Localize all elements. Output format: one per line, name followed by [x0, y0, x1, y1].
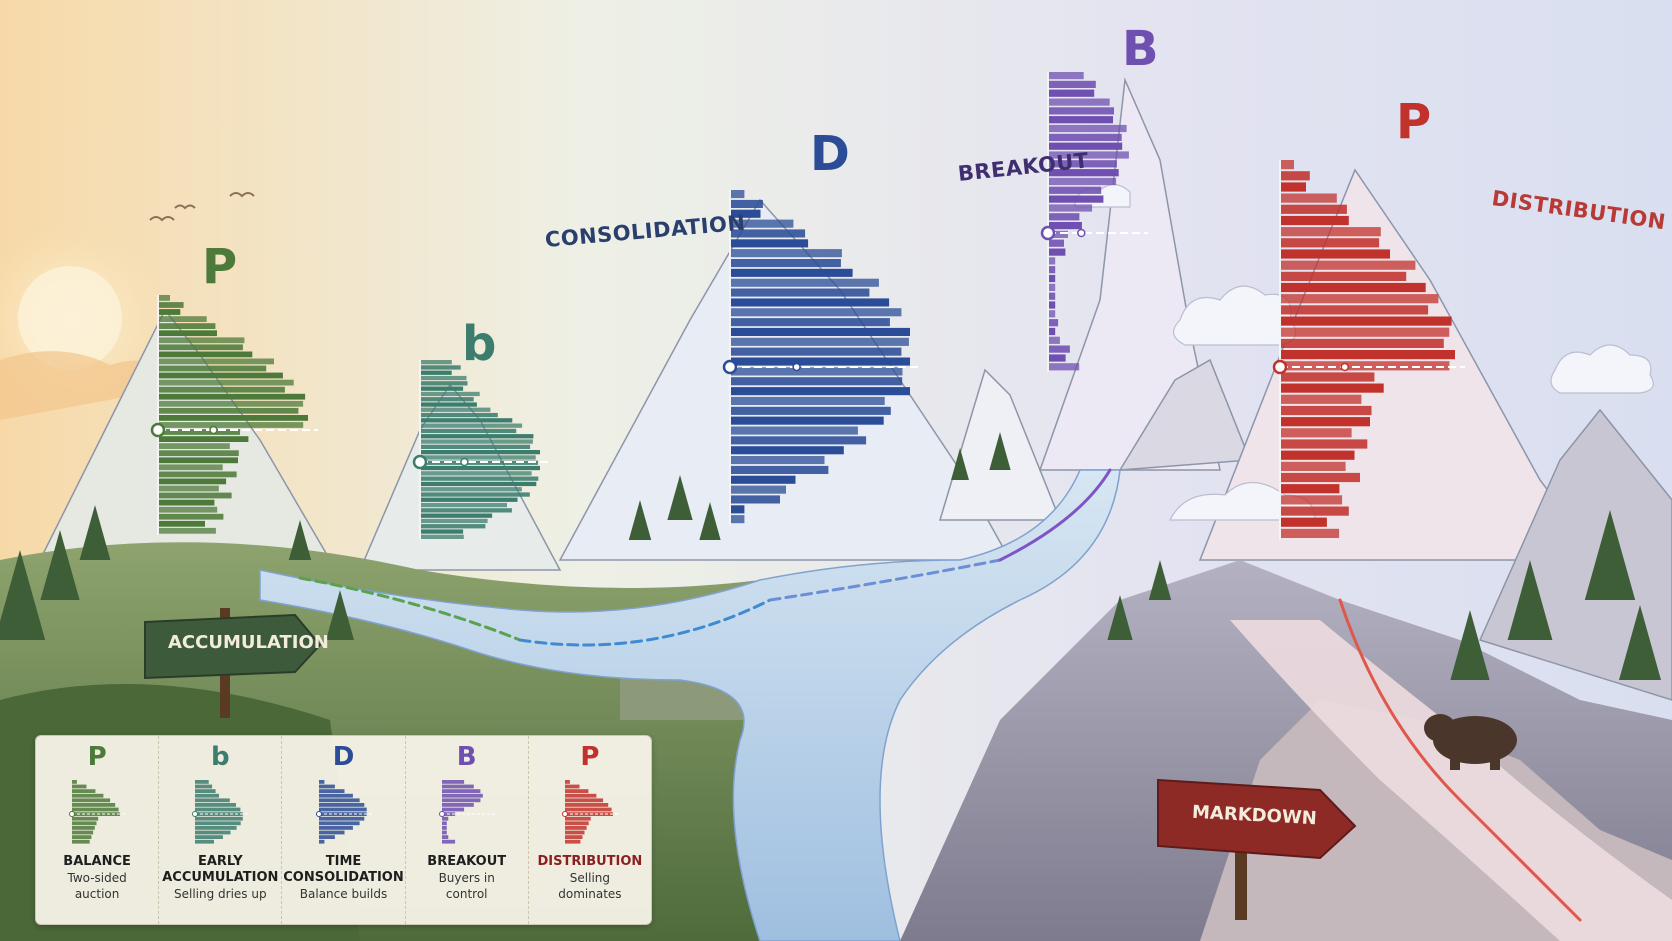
legend-item-breakout: B BREAKOUT Buyers in control: [406, 736, 529, 924]
legend-desc: auction: [74, 887, 120, 901]
pine-tree: [1450, 610, 1490, 680]
mini-profile-icon: [69, 780, 127, 844]
profile-letter-b-accumulation: b: [462, 316, 497, 372]
pine-tree: [667, 475, 693, 520]
mini-profile-icon: [561, 780, 619, 844]
legend-desc: dominates: [558, 887, 622, 901]
legend-desc: Balance builds: [299, 887, 388, 901]
volume-profile: [1040, 72, 1148, 372]
legend-desc: Selling dries up: [174, 887, 267, 901]
legend-title: BALANCE: [63, 854, 131, 869]
legend-title: EARLY ACCUMULATION: [162, 854, 279, 885]
pine-tree: [1507, 560, 1553, 640]
pine-tree: [989, 432, 1011, 470]
legend-letter: b: [210, 742, 230, 772]
profile-letter-p-distribution: P: [1396, 94, 1432, 150]
mini-profile-icon: [315, 780, 373, 844]
pine-tree: [1107, 595, 1133, 640]
pine-tree: [0, 550, 46, 640]
legend-desc: Two-sided: [67, 871, 127, 885]
legend-desc: control: [445, 887, 488, 901]
legend-letter: B: [456, 742, 477, 772]
trees: [0, 432, 1661, 680]
legend-desc: Buyers in: [438, 871, 495, 885]
legend-item-distribution: P DISTRIBUTION Selling dominates: [529, 736, 651, 924]
legend-title: DISTRIBUTION: [537, 854, 643, 869]
pine-tree: [288, 520, 312, 560]
volume-profile: [150, 295, 318, 535]
legend-letter: P: [580, 742, 600, 772]
flow-lines: [298, 468, 1582, 922]
volume-profile: [1272, 160, 1465, 540]
pine-tree: [699, 502, 721, 540]
volume-profile: [412, 360, 550, 540]
legend-title: TIME CONSOLIDATION: [283, 854, 404, 885]
legend-item-balance: P BALANCE Two-sided auction: [36, 736, 160, 924]
bear-icon: [1424, 714, 1517, 770]
legend-title: BREAKOUT: [427, 854, 507, 869]
pine-tree: [1619, 605, 1661, 680]
volume-profile: [722, 190, 920, 525]
legend-item-early-accumulation: b EARLY ACCUMULATION Selling dries up: [159, 736, 283, 924]
pine-tree: [79, 505, 111, 560]
pine-tree: [628, 500, 652, 540]
pine-tree: [1584, 510, 1636, 600]
legend-letter: P: [87, 742, 107, 772]
markdown-sign: [1157, 778, 1357, 920]
profile-letter-p-balance: P: [202, 239, 238, 295]
birds: [149, 192, 255, 222]
river: [259, 469, 1121, 941]
legend-item-time-consolidation: D TIME CONSOLIDATION Balance builds: [282, 736, 406, 924]
legend-letter: D: [332, 742, 355, 772]
mini-profile-icon: [192, 780, 250, 844]
pine-tree: [1148, 560, 1172, 600]
legend-desc: Selling: [569, 871, 611, 885]
pine-tree: [326, 590, 354, 640]
pine-tree: [951, 448, 969, 480]
mini-profile-icon: [438, 780, 496, 844]
profile-letter-b-breakout: B: [1122, 21, 1159, 77]
accumulation-sign-label: ACCUMULATION: [168, 632, 329, 653]
pine-tree: [40, 530, 80, 600]
accumulation-sign: [144, 608, 322, 718]
profile-legend: P BALANCE Two-sided auction b EARLY ACCU…: [35, 735, 652, 925]
clouds: [1074, 183, 1654, 521]
profile-letter-d-consolidation: D: [810, 126, 850, 182]
